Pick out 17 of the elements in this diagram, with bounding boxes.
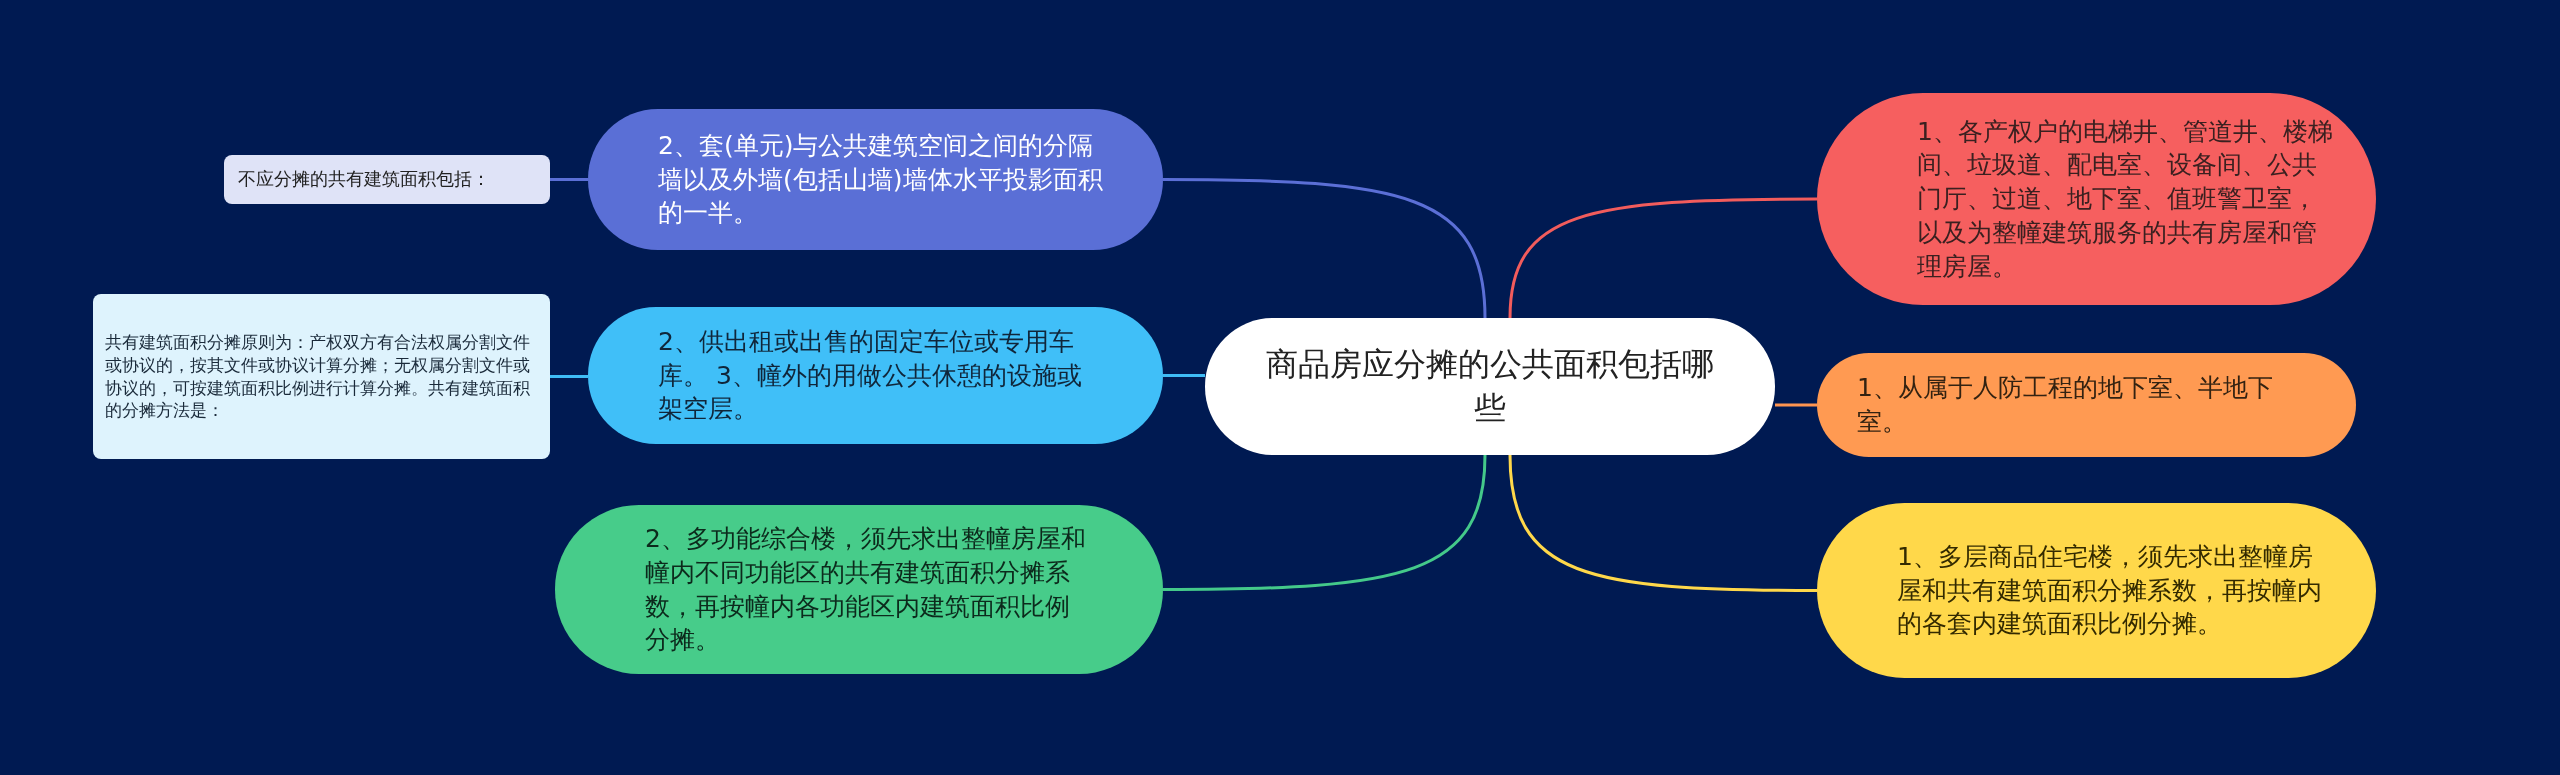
- topic-bubble: 2、多功能综合楼，须先求出整幢房屋和幢内不同功能区的共有建筑面积分摊系数，再按幢内各功能区内建筑面积比例分摊。: [555, 505, 1163, 674]
- central-topic: 商品房应分摊的公共面积包括哪些: [1205, 318, 1775, 455]
- connector-line: [1775, 403, 1817, 407]
- note-box: 共有建筑面积分摊原则为：产权双方有合法权属分割文件或协议的，按其文件或协议计算分摊；无权属分割文件或协议的，可按建筑面积比例进行计算分摊。共有建筑面积的分摊方法是：: [93, 294, 550, 459]
- topic-bubble: 2、套(单元)与公共建筑空间之间的分隔墙以及外墙(包括山墙)墙体水平投影面积的一半。: [588, 109, 1163, 250]
- topic-bubble: 2、供出租或出售的固定车位或专用车库。 3、幢外的用做公共休憩的设施或架空层。: [588, 307, 1163, 444]
- connector-line: [1508, 454, 1817, 592]
- connector-line: [1163, 454, 1487, 591]
- connector-line: [1163, 374, 1205, 377]
- connector-line: [550, 178, 588, 181]
- topic-bubble: 1、多层商品住宅楼，须先求出整幢房屋和共有建筑面积分摊系数，再按幢内的各套内建筑面积比例分摊。: [1817, 503, 2376, 678]
- topic-bubble: 1、从属于人防工程的地下室、半地下室。: [1817, 353, 2356, 457]
- connector-line: [550, 375, 588, 378]
- connector-line: [1508, 197, 1817, 319]
- connector-line: [1163, 178, 1487, 319]
- topic-bubble: 1、各产权户的电梯井、管道井、楼梯间、垃圾道、配电室、设备间、公共门厅、过道、地下室、值班警卫室，以及为整幢建筑服务的共有房屋和管理房屋。: [1817, 93, 2376, 305]
- note-box: 不应分摊的共有建筑面积包括：: [224, 155, 550, 204]
